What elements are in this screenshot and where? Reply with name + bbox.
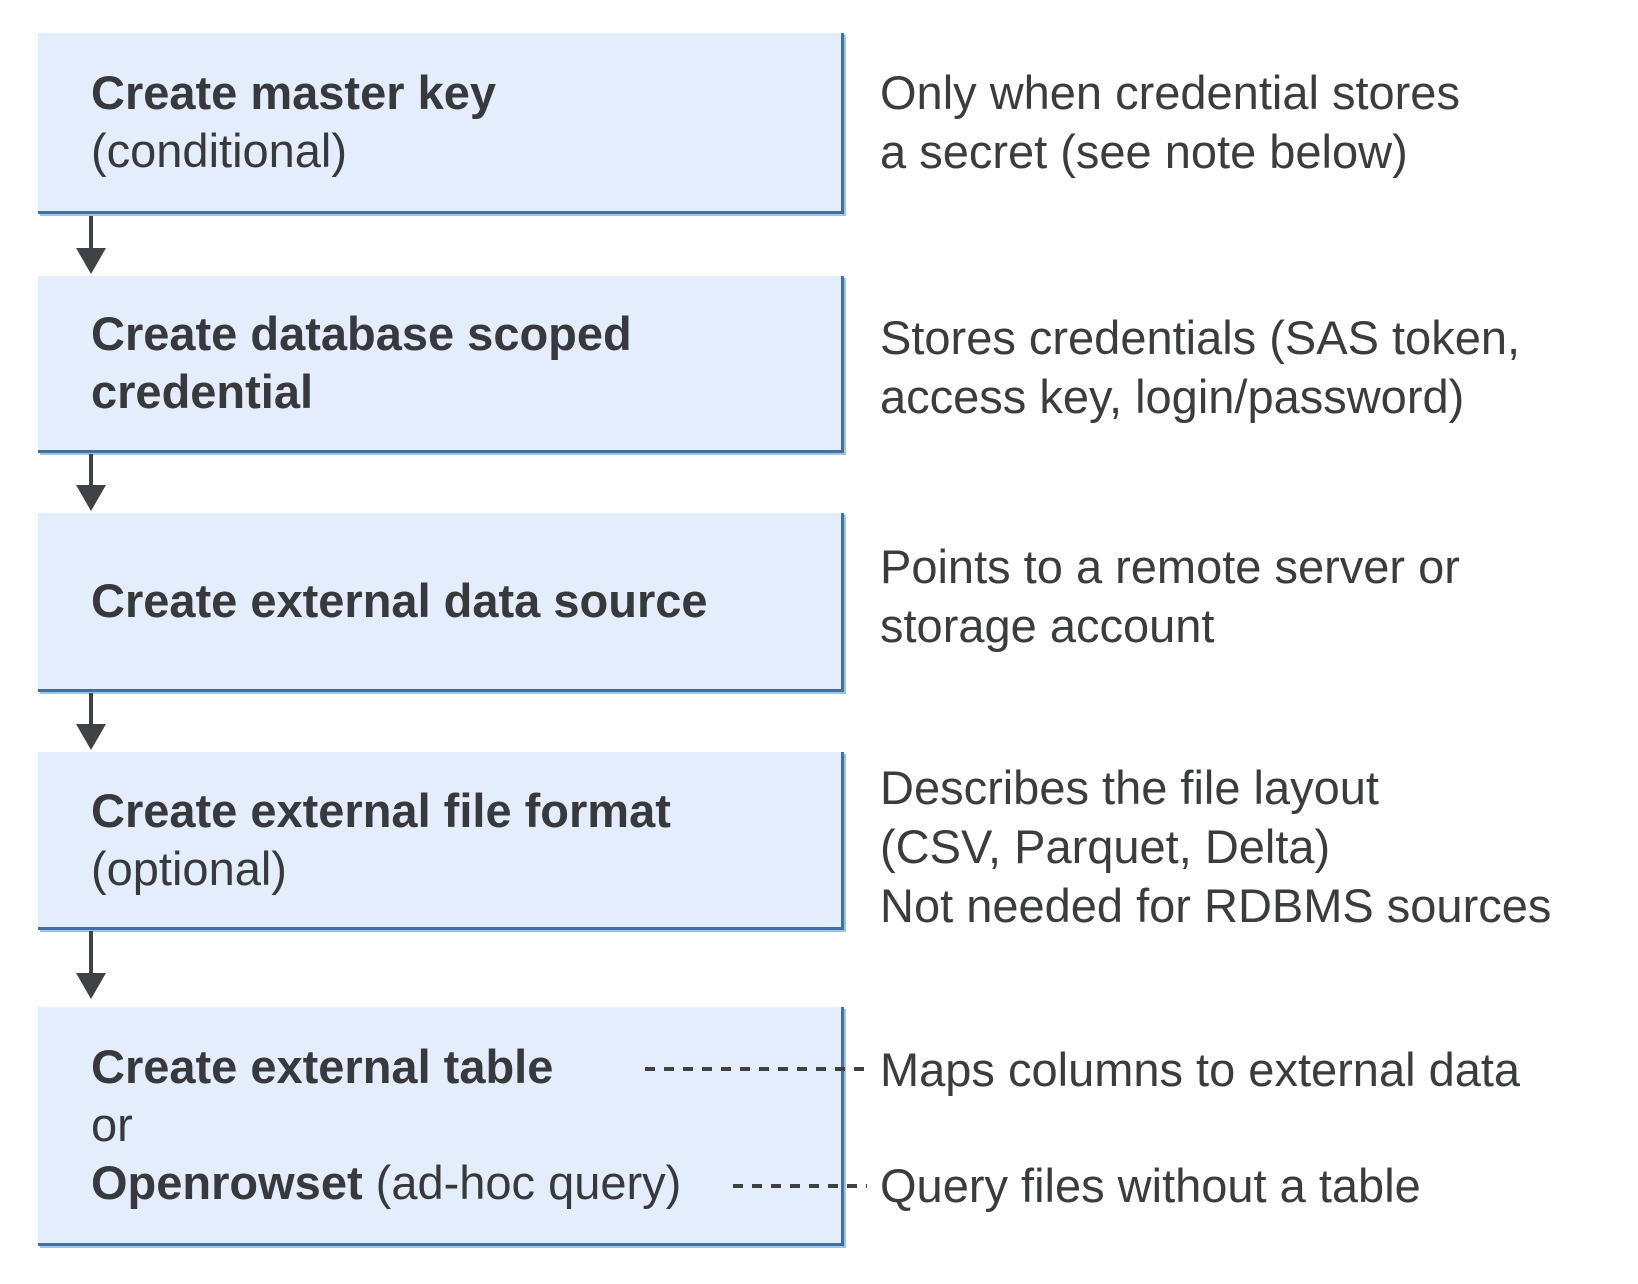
step-or-label: or <box>91 1098 133 1151</box>
arrow-stem <box>89 693 93 730</box>
step-box-create-external-file-format: Create external file format (optional) <box>38 752 844 930</box>
step-alt-title: Openrowset <box>91 1156 363 1209</box>
step-title: Create master key <box>91 66 496 119</box>
down-arrow-icon <box>76 693 106 750</box>
step-alt-line: Openrowset (ad-hoc query) <box>91 1154 841 1212</box>
arrow-head <box>76 973 106 999</box>
step-box-create-master-key: Create master key (conditional) <box>38 33 844 214</box>
step-title: Create database scoped credential <box>91 307 632 418</box>
step-suffix: (optional) <box>91 841 287 895</box>
arrow-head <box>76 248 106 274</box>
arrow-stem <box>89 931 93 979</box>
down-arrow-icon <box>76 454 106 511</box>
arrow-stem <box>89 216 93 254</box>
dashed-connector-external-table <box>645 1067 867 1071</box>
step-alt-suffix: (ad-hoc query) <box>362 1156 682 1209</box>
note-external-data-source: Points to a remote server or storage acc… <box>880 540 1460 652</box>
note-database-scoped-credential: Stores credentials (SAS token, access ke… <box>880 311 1521 423</box>
note-openrowset: Query files without a table <box>880 1159 1421 1212</box>
step-box-create-external-data-source: Create external data source <box>38 513 844 692</box>
step-box-create-external-table-or-openrowset: Create external table or Openrowset (ad-… <box>38 1007 844 1246</box>
step-box-create-database-scoped-credential: Create database scoped credential <box>38 276 844 453</box>
arrow-head <box>76 485 106 511</box>
step-suffix: (conditional) <box>91 124 348 177</box>
step-title: Create external file format <box>91 783 671 837</box>
arrow-stem <box>89 454 93 491</box>
step-title: Create external data source <box>91 574 708 627</box>
note-external-file-format: Describes the file layout (CSV, Parquet,… <box>880 761 1552 932</box>
step-title: Create external table <box>91 1040 554 1093</box>
down-arrow-icon <box>76 216 106 274</box>
note-external-table: Maps columns to external data <box>880 1043 1521 1096</box>
down-arrow-icon <box>76 931 106 999</box>
arrow-head <box>76 724 106 750</box>
dashed-connector-openrowset <box>733 1184 867 1188</box>
note-master-key: Only when credential stores a secret (se… <box>880 66 1460 178</box>
